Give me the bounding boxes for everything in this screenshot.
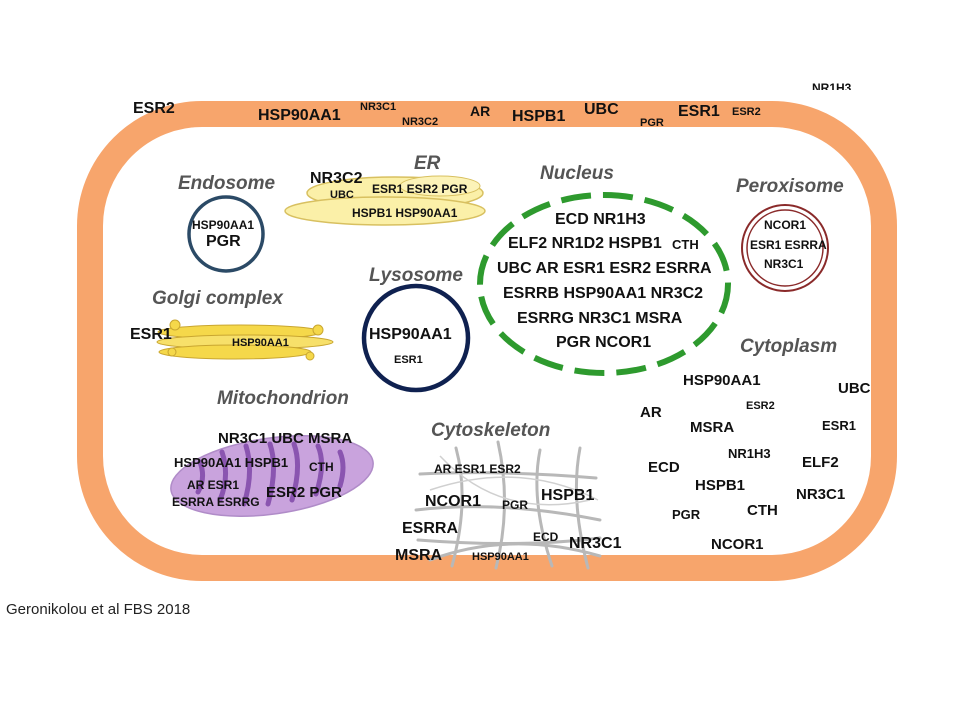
endosome-title: Endosome: [178, 173, 276, 194]
er-organelle: [284, 175, 486, 226]
nucleus-gene-line: ELF2 NR1D2 HSPB1: [508, 235, 662, 252]
nucleus-gene-line: ESRRB HSP90AA1 NR3C2: [503, 285, 704, 302]
mitochondrion-title: Mitochondrion: [217, 388, 349, 409]
cytoplasm-gene: MSRA: [690, 419, 735, 436]
golgi-organelle: [156, 319, 334, 361]
nucleus-gene-line: CTH: [672, 237, 699, 252]
endosome-gene: HSP90AA1: [192, 218, 255, 232]
membrane-label: ESR1: [678, 103, 720, 120]
cytoskeleton-gene: ESRRA: [402, 520, 459, 537]
golgi-gene: HSP90AA1: [232, 337, 289, 349]
cytoskeleton-gene: AR ESR1 ESR2: [434, 462, 521, 476]
outside-label-esr2: ESR2: [133, 100, 175, 117]
membrane-label: ESR2: [732, 106, 761, 118]
membrane-label: AR: [470, 103, 491, 119]
membrane-label: NR3C1: [360, 101, 397, 113]
peroxisome-gene-line: NR3C1: [764, 257, 804, 271]
cytoplasm-gene: UBC: [838, 380, 871, 397]
membrane-label: UBC: [584, 101, 619, 118]
er-gene: HSPB1 HSP90AA1: [352, 206, 458, 220]
lysosome-title: Lysosome: [369, 265, 463, 286]
mitochondrion-gene-line: HSP90AA1 HSPB1: [174, 455, 289, 470]
cytoskeleton-thin-filaments: [429, 455, 599, 506]
golgi-gene: ESR1: [130, 326, 172, 343]
cytoplasm-gene: NCOR1: [711, 536, 764, 553]
peroxisome-inner-ring: [746, 209, 824, 287]
cytoplasm-gene: HSPB1: [695, 477, 746, 494]
peroxisome-title: Peroxisome: [736, 176, 844, 197]
lysosome-gene: HSP90AA1: [369, 326, 452, 343]
cytoplasm-gene: AR: [640, 404, 662, 421]
golgi-title: Golgi complex: [152, 288, 283, 309]
membrane-label: HSP90AA1: [258, 107, 341, 124]
mitochondrion-gene-line: ESR2 PGR: [266, 484, 342, 501]
cytoplasm-gene: ELF2: [802, 454, 839, 471]
outside-label-nr1h3: NR1H3: [812, 82, 852, 90]
lysosome-gene: ESR1: [394, 354, 423, 366]
nucleus-organelle: [477, 192, 731, 376]
cytoplasm-gene: HSP90AA1: [683, 372, 761, 389]
cytoskeleton-gene: NR3C1: [569, 535, 622, 552]
cytoskeleton-gene: ECD: [533, 530, 559, 544]
cytoplasm-gene: ECD: [648, 459, 680, 476]
mitochondrion-gene-line: NR3C1 UBC MSRA: [218, 430, 353, 447]
peroxisome-organelle: [741, 204, 829, 292]
nucleus-gene-line: ECD NR1H3: [555, 211, 646, 228]
membrane-label: NR3C2: [402, 116, 439, 128]
cytoplasm-gene: PGR: [672, 507, 701, 522]
cytoplasm-gene: NR3C1: [796, 486, 846, 503]
peroxisome-gene-line: ESR1 ESRRA: [750, 238, 827, 252]
nucleus-gene-line: ESRRG NR3C1 MSRA: [517, 310, 683, 327]
cytoskeleton-gene: HSPB1: [541, 487, 595, 504]
cytoskeleton-filaments: [414, 440, 602, 570]
nucleus-title: Nucleus: [540, 163, 614, 184]
cytoplasm-title: Cytoplasm: [740, 336, 838, 357]
membrane-label: HSPB1: [512, 108, 566, 125]
lysosome-organelle: [361, 283, 471, 393]
nucleus-gene-line: PGR NCOR1: [556, 334, 652, 351]
er-gene: ESR1 ESR2 PGR: [372, 182, 468, 196]
er-title: ER: [414, 153, 441, 174]
cytoplasm-gene: CTH: [747, 502, 778, 519]
cytoplasm-gene: ESR2: [746, 400, 775, 412]
peroxisome-gene-line: NCOR1: [764, 218, 807, 232]
cytoskeleton-gene: PGR: [502, 498, 529, 512]
er-gene: UBC: [330, 189, 354, 201]
cytoplasm-gene: ESR1: [822, 418, 856, 433]
endosome-gene: PGR: [206, 233, 241, 250]
endosome-organelle: [187, 195, 265, 273]
nucleus-gene-line: UBC AR ESR1 ESR2 ESRRA: [497, 260, 712, 277]
cytoplasm-gene: NR1H3: [728, 446, 771, 461]
mitochondrion-organelle: [170, 435, 374, 517]
citation-text: Geronikolou et al FBS 2018: [6, 601, 191, 618]
cytoskeleton-title: Cytoskeleton: [431, 420, 551, 441]
membrane-label: PGR: [640, 117, 664, 129]
er-gene: NR3C2: [310, 170, 363, 187]
mitochondrion-gene-line: ESRRA ESRRG: [172, 495, 260, 509]
mitochondrion-gene-line: CTH: [309, 460, 334, 474]
cytoskeleton-gene: HSP90AA1: [472, 551, 529, 563]
mitochondrion-gene-line: AR ESR1: [187, 478, 240, 492]
cytoskeleton-gene: MSRA: [395, 547, 443, 564]
cytoskeleton-gene: NCOR1: [425, 493, 482, 510]
